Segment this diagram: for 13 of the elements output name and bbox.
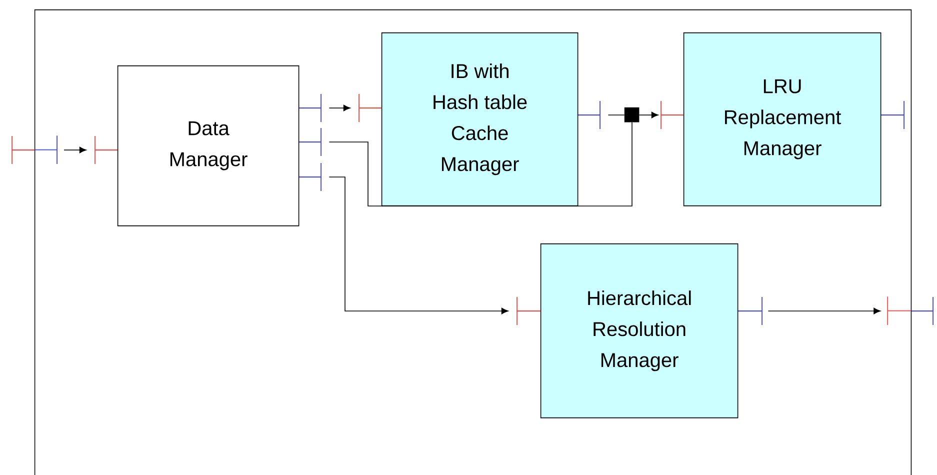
port-marker bbox=[887, 296, 912, 326]
junction-square bbox=[624, 107, 640, 122]
process-box: LRU Replacement Manager bbox=[683, 32, 882, 206]
arrow bbox=[638, 112, 658, 118]
process-box: Hierarchical Resolution Manager bbox=[540, 243, 738, 418]
frame bbox=[34, 9, 912, 475]
port-marker bbox=[34, 135, 58, 164]
arrow bbox=[328, 176, 508, 314]
process-box: Data Manager bbox=[117, 65, 300, 226]
process-box: IB with Hash table Cache Manager bbox=[381, 32, 578, 206]
arrow bbox=[768, 308, 881, 314]
arrow bbox=[328, 104, 350, 112]
arrow bbox=[64, 146, 86, 154]
